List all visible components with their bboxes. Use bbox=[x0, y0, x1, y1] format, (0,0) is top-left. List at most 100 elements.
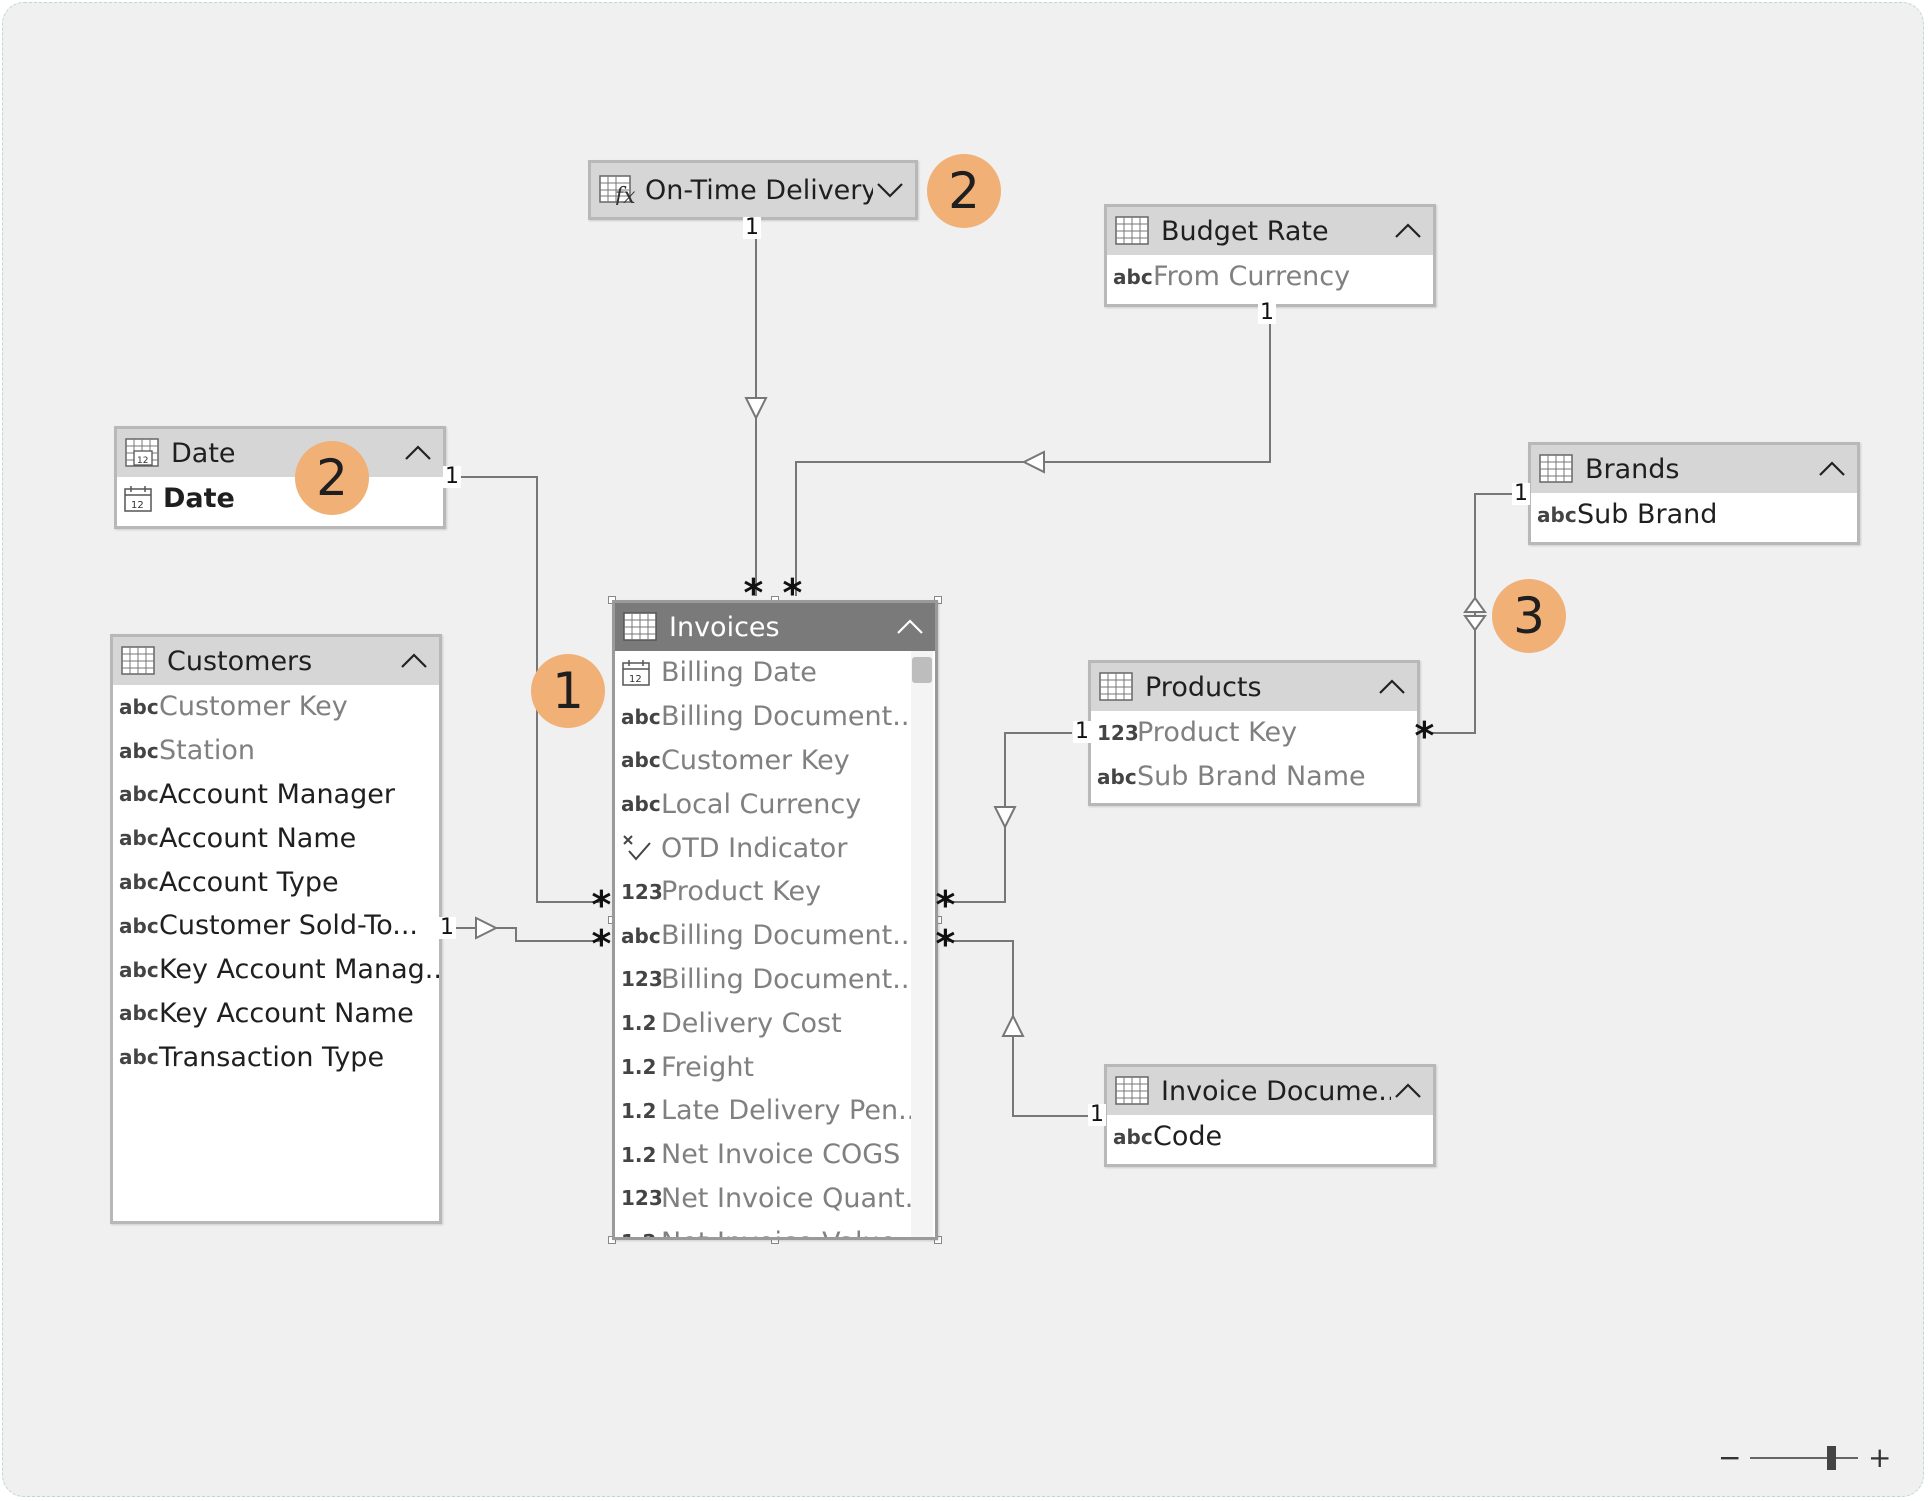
table-header[interactable]: fx On-Time Delivery bbox=[591, 163, 915, 217]
callout-badge: 2 bbox=[295, 441, 369, 515]
cardinality-one: 1 bbox=[1088, 1102, 1106, 1127]
column-row[interactable]: OTD Indicator bbox=[615, 826, 935, 870]
svg-text:fx: fx bbox=[613, 184, 635, 205]
column-list: 12 Date bbox=[117, 477, 443, 521]
cardinality-one: 1 bbox=[443, 464, 461, 489]
cardinality-many: * bbox=[1413, 714, 1436, 758]
svg-text:12: 12 bbox=[131, 500, 144, 511]
zoom-slider-thumb[interactable] bbox=[1827, 1446, 1836, 1470]
calendar-icon: 12 bbox=[621, 659, 655, 687]
text-type-icon: abc bbox=[1097, 764, 1137, 789]
column-name: Sub Brand Name bbox=[1137, 761, 1366, 793]
column-name: Billing Document... bbox=[661, 963, 918, 995]
cardinality-many: * bbox=[781, 571, 804, 615]
column-name: Code bbox=[1153, 1121, 1223, 1153]
cardinality-one: 1 bbox=[438, 915, 456, 940]
column-list: abc Sub Brand bbox=[1531, 493, 1857, 537]
table-header[interactable]: Budget Rate bbox=[1107, 207, 1433, 255]
column-name: Local Currency bbox=[661, 788, 862, 820]
chevron-up-icon[interactable] bbox=[1391, 216, 1425, 246]
chevron-down-icon[interactable] bbox=[873, 175, 907, 205]
chevron-up-icon[interactable] bbox=[1815, 454, 1849, 484]
table-on-time-delivery[interactable]: fx On-Time Delivery bbox=[588, 160, 918, 220]
column-name: Net Invoice Quant... bbox=[661, 1182, 931, 1214]
table-budget-rate[interactable]: Budget Rate abc From Currency bbox=[1104, 204, 1436, 307]
calendar-icon: 12 bbox=[123, 485, 157, 513]
column-name: Station bbox=[159, 735, 255, 767]
chevron-up-icon[interactable] bbox=[397, 646, 431, 676]
chevron-up-icon[interactable] bbox=[1375, 672, 1409, 702]
chevron-up-icon[interactable] bbox=[893, 612, 927, 642]
cardinality-many: * bbox=[590, 922, 613, 966]
column-name: Product Key bbox=[1137, 717, 1298, 749]
table-header[interactable]: Invoices bbox=[615, 603, 935, 651]
zoom-slider-track[interactable] bbox=[1750, 1446, 1858, 1470]
column-name: Delivery Cost bbox=[661, 1007, 842, 1039]
whole-number-type-icon: 123 bbox=[621, 879, 663, 904]
table-header[interactable]: Products bbox=[1091, 663, 1417, 711]
scrollbar-thumb[interactable] bbox=[912, 657, 932, 683]
cardinality-one: 1 bbox=[743, 215, 761, 240]
text-type-icon: abc bbox=[621, 704, 661, 729]
date-table-icon: 12 bbox=[125, 438, 159, 467]
column-row[interactable]: abc From Currency bbox=[1107, 255, 1433, 299]
decimal-type-icon: 1.2 bbox=[621, 1230, 656, 1237]
table-icon bbox=[1115, 1076, 1149, 1105]
table-brands[interactable]: Brands abc Sub Brand bbox=[1528, 442, 1860, 545]
scrollbar[interactable] bbox=[911, 651, 933, 1237]
callout-badge: 2 bbox=[927, 154, 1001, 228]
column-row[interactable]: 12 Date bbox=[117, 477, 443, 521]
table-header[interactable]: Customers bbox=[113, 637, 439, 685]
zoom-out-button[interactable]: − bbox=[1718, 1441, 1742, 1474]
table-header[interactable]: Brands bbox=[1531, 445, 1857, 493]
table-header[interactable]: 12 Date bbox=[117, 429, 443, 477]
cardinality-many: * bbox=[742, 571, 765, 615]
table-title: Customers bbox=[167, 645, 313, 677]
text-type-icon: abc bbox=[119, 782, 159, 807]
selection-handle[interactable] bbox=[934, 1236, 942, 1244]
text-type-icon: abc bbox=[119, 1045, 159, 1070]
chevron-up-icon[interactable] bbox=[401, 438, 435, 468]
column-name: Customer Key bbox=[159, 691, 348, 723]
chevron-up-icon[interactable] bbox=[1391, 1076, 1425, 1106]
zoom-in-button[interactable]: + bbox=[1868, 1441, 1892, 1474]
table-date[interactable]: 12 Date 12 Date bbox=[114, 426, 446, 529]
column-name: From Currency bbox=[1153, 261, 1351, 293]
table-header[interactable]: Invoice Docume... bbox=[1107, 1067, 1433, 1115]
filter-arrow-left bbox=[1021, 450, 1045, 474]
relationship-line-invoicedoc-invoices bbox=[944, 940, 1098, 1117]
column-row[interactable]: abc Sub Brand bbox=[1531, 493, 1857, 537]
table-title: On-Time Delivery bbox=[645, 174, 873, 206]
